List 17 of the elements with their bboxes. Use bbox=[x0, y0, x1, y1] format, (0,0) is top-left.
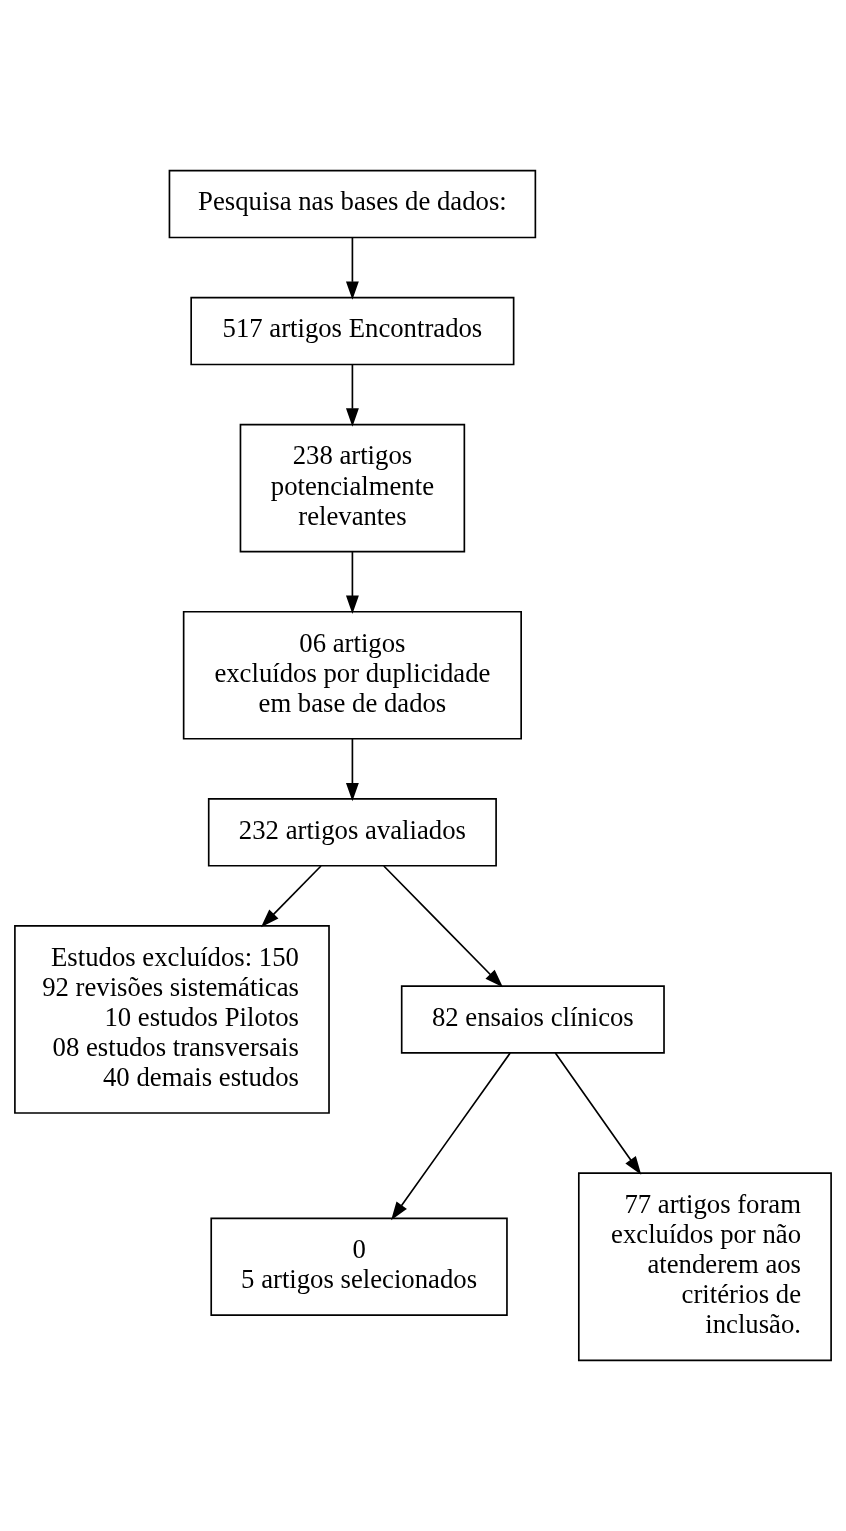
arrow bbox=[345, 236, 359, 300]
arrow bbox=[391, 1052, 511, 1221]
node-box: Pesquisa nas bases de dados: bbox=[168, 169, 537, 239]
node-box: 0 5 artigos selecionados bbox=[210, 1217, 508, 1317]
node-box: 232 artigos avaliados bbox=[207, 798, 497, 867]
arrow bbox=[345, 363, 359, 427]
node-box: 517 artigos Encontrados bbox=[190, 296, 515, 366]
arrow bbox=[554, 1052, 642, 1175]
arrow bbox=[345, 551, 359, 614]
node-box: 238 artigos potencialmente relevantes bbox=[239, 423, 466, 553]
node-box: 06 artigos excluídos por duplicidade em base de dados bbox=[182, 610, 522, 740]
node-box: Estudos excluídos: 150 92 revisões sistemáticas 10 estudos Pilotos 08 estudos transversais 40 demais estudos bbox=[14, 925, 330, 1114]
node-box: 82 ensaios clínicos bbox=[400, 985, 665, 1054]
arrow bbox=[260, 865, 322, 928]
node-box: 77 artigos foram excluídos por não atenderem aos critérios de inclusão. bbox=[577, 1172, 832, 1362]
arrow bbox=[345, 738, 359, 802]
arrow bbox=[383, 865, 503, 988]
